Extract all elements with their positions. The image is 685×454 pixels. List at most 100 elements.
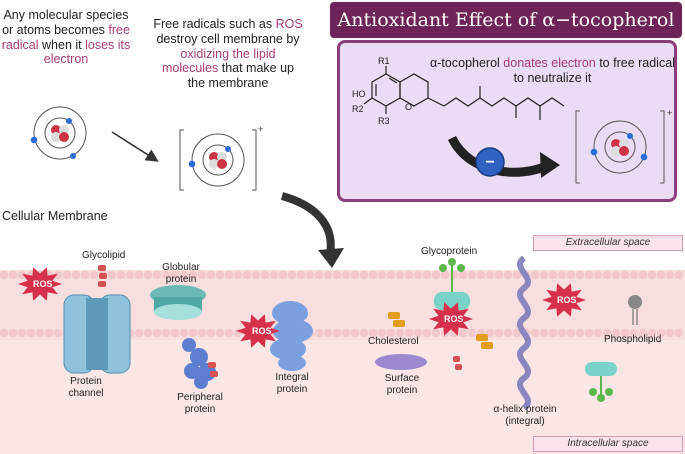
lipid-head	[134, 328, 144, 338]
lipid-head	[530, 270, 540, 280]
ros-burst-icon	[429, 302, 473, 336]
lipid-head	[620, 328, 630, 338]
lipid-head	[674, 328, 684, 338]
ros-description: Free radicals such as ROS destroy cell m…	[153, 17, 303, 90]
lipid-head	[80, 270, 90, 280]
lipid-head	[557, 270, 567, 280]
lipid-head	[386, 270, 396, 280]
lipid-head	[548, 270, 558, 280]
lipid-head	[512, 328, 522, 338]
lipid-head	[323, 328, 333, 338]
lipid-head	[404, 328, 414, 338]
ros-label: ROS	[33, 279, 53, 289]
alpha-helix-icon	[517, 255, 531, 411]
lipid-head	[503, 270, 513, 280]
lipid-head	[611, 270, 621, 280]
lipid-head	[620, 270, 630, 280]
lipid-head	[188, 270, 198, 280]
lipid-head	[152, 328, 162, 338]
lipid-head	[224, 328, 234, 338]
chem-ho: HO	[352, 89, 366, 99]
lipid-head	[116, 270, 126, 280]
charge-plus: +	[258, 124, 263, 134]
lipid-head	[485, 270, 495, 280]
lipid-head	[494, 270, 504, 280]
ros-burst-icon	[18, 267, 62, 301]
lipid-head	[566, 270, 576, 280]
lipid-head	[665, 270, 675, 280]
donation-arrow-icon	[540, 152, 560, 178]
chem-r2: R2	[352, 104, 364, 114]
lipid-head	[422, 328, 432, 338]
panel-caption: α-tocopherol donates electron to free ra…	[430, 56, 675, 85]
glycoprotein-icon	[434, 258, 470, 310]
lipid-head	[26, 328, 36, 338]
phospholipid-icon	[628, 295, 642, 325]
lipid-head	[251, 270, 261, 280]
lipid-head	[350, 270, 360, 280]
lipid-head	[359, 270, 369, 280]
lipid-head	[584, 270, 594, 280]
lipid-head	[404, 270, 414, 280]
lipid-head	[548, 328, 558, 338]
glycoprotein-label: Glycoprotein	[421, 246, 478, 257]
lipid-head	[332, 270, 342, 280]
lipid-head	[152, 270, 162, 280]
lipid-head	[323, 270, 333, 280]
lipid-head	[602, 270, 612, 280]
atom-icon	[30, 106, 87, 160]
lipid-head	[467, 270, 477, 280]
lipid-head	[656, 328, 666, 338]
lipid-head	[215, 328, 225, 338]
lipid-head	[377, 328, 387, 338]
lipid-head	[242, 270, 252, 280]
cholesterol-label: Cholesterol	[368, 336, 419, 347]
lipid-head	[170, 328, 180, 338]
surface-protein-icon	[375, 354, 427, 370]
lipid-head	[368, 328, 378, 338]
lipid-head	[8, 328, 18, 338]
globular-protein-label: Globular protein	[162, 262, 200, 285]
ros-burst-icon	[236, 314, 280, 348]
lipid-head	[638, 328, 648, 338]
intracellular-label: Intracellular space	[533, 436, 683, 452]
lipid-head	[161, 270, 171, 280]
glycolipid-label: Glycolipid	[82, 250, 126, 261]
ros-burst-icon	[542, 283, 586, 317]
lipid-head	[0, 328, 9, 338]
lipid-head	[314, 270, 324, 280]
lipid-head	[359, 328, 369, 338]
lipid-head	[566, 328, 576, 338]
protein-channel-label: Protein channel	[68, 376, 104, 399]
lipid-head	[107, 270, 117, 280]
lipid-head	[296, 270, 306, 280]
chem-r1: R1	[378, 56, 390, 66]
lipid-head	[188, 328, 198, 338]
lipid-head	[89, 270, 99, 280]
lipid-head	[431, 328, 441, 338]
lower-glycoprotein-icon	[585, 362, 617, 402]
lipid-head	[341, 270, 351, 280]
lipid-head	[350, 328, 360, 338]
lipid-head	[422, 270, 432, 280]
lipid-head	[440, 270, 450, 280]
lipid-head	[125, 270, 135, 280]
lipid-head	[386, 328, 396, 338]
lipid-head	[305, 270, 315, 280]
lipid-head	[143, 270, 153, 280]
lipid-head	[341, 328, 351, 338]
ros-label: ROS	[252, 326, 272, 336]
lipid-head	[431, 270, 441, 280]
lipid-head	[143, 328, 153, 338]
globular-protein-icon	[150, 285, 206, 320]
protein-channel-icon	[63, 294, 131, 374]
lipid-head	[368, 270, 378, 280]
integral-protein-icon	[270, 301, 313, 371]
lipid-head	[179, 328, 189, 338]
tocopherol-structure	[363, 66, 565, 120]
lipid-head	[287, 270, 297, 280]
lipid-head	[179, 270, 189, 280]
lipid-head	[44, 328, 54, 338]
chem-r3: R3	[378, 116, 390, 126]
